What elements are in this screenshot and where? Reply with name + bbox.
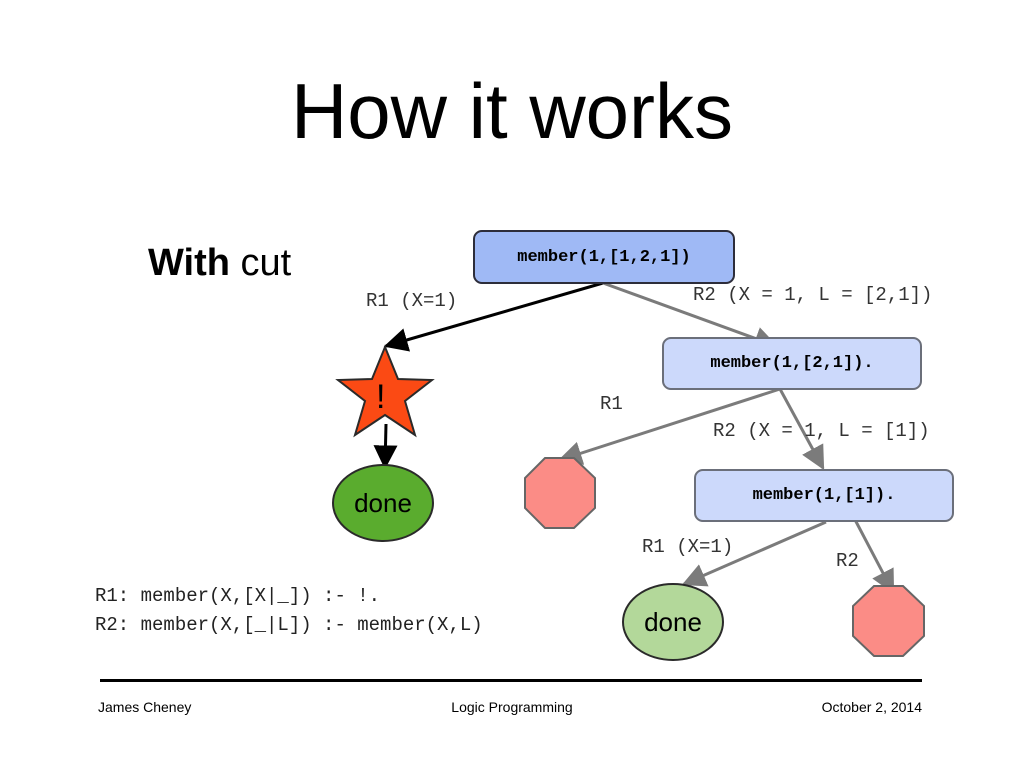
edge-label-node2-r1: R1 xyxy=(600,393,623,415)
slide-title: How it works xyxy=(290,67,734,155)
goal-node-2: member(1,[2,1]). xyxy=(662,337,922,390)
rule-r1: R1: member(X,[X|_]) :- !. xyxy=(95,585,381,607)
star-cut-icon xyxy=(335,344,435,438)
edge-label-root-r2: R2 (X = 1, L = [2,1]) xyxy=(693,284,933,306)
cut-symbol: ! xyxy=(376,378,386,416)
edge-cut-done xyxy=(373,423,398,470)
goal-node-3-label: member(1,[1]). xyxy=(752,486,896,505)
edge-label-node3-r1: R1 (X=1) xyxy=(642,536,734,558)
edge-label-node3-r2: R2 xyxy=(836,550,859,572)
edge-node2-r2 xyxy=(778,388,825,471)
slide-subtitle: With cut xyxy=(148,242,291,285)
edge-node3-r1 xyxy=(681,520,827,587)
done-node-cut xyxy=(332,464,434,542)
footer-author: James Cheney xyxy=(98,699,192,715)
footer-date: October 2, 2014 xyxy=(821,699,922,715)
edge-root-r1 xyxy=(383,281,604,352)
goal-node-3: member(1,[1]). xyxy=(694,469,954,522)
root-goal-label: member(1,[1,2,1]) xyxy=(517,247,691,267)
edge-node2-r1 xyxy=(557,387,781,465)
done-label-final: done xyxy=(644,607,702,637)
footer-course: Logic Programming xyxy=(451,699,573,715)
done-label-cut: done xyxy=(354,488,412,518)
root-goal-node: member(1,[1,2,1]) xyxy=(473,230,735,284)
edge-root-r2 xyxy=(602,281,779,350)
goal-node-2-label: member(1,[2,1]). xyxy=(710,354,874,373)
done-node-final xyxy=(622,583,724,661)
subtitle-bold: With xyxy=(148,242,230,284)
footer-divider xyxy=(100,679,922,682)
rule-r2: R2: member(X,[_|L]) :- member(X,L) xyxy=(95,614,483,636)
edge-label-root-r1: R1 (X=1) xyxy=(366,290,458,312)
stop-octagon-icon xyxy=(524,457,596,529)
edge-label-node2-r2: R2 (X = 1, L = [1]) xyxy=(713,420,930,442)
stop-octagon-icon xyxy=(852,585,925,657)
rules-block: R1: member(X,[X|_]) :- !. R2: member(X,[_… xyxy=(95,582,483,640)
subtitle-rest: cut xyxy=(229,242,292,284)
edge-node3-r2 xyxy=(850,513,895,595)
